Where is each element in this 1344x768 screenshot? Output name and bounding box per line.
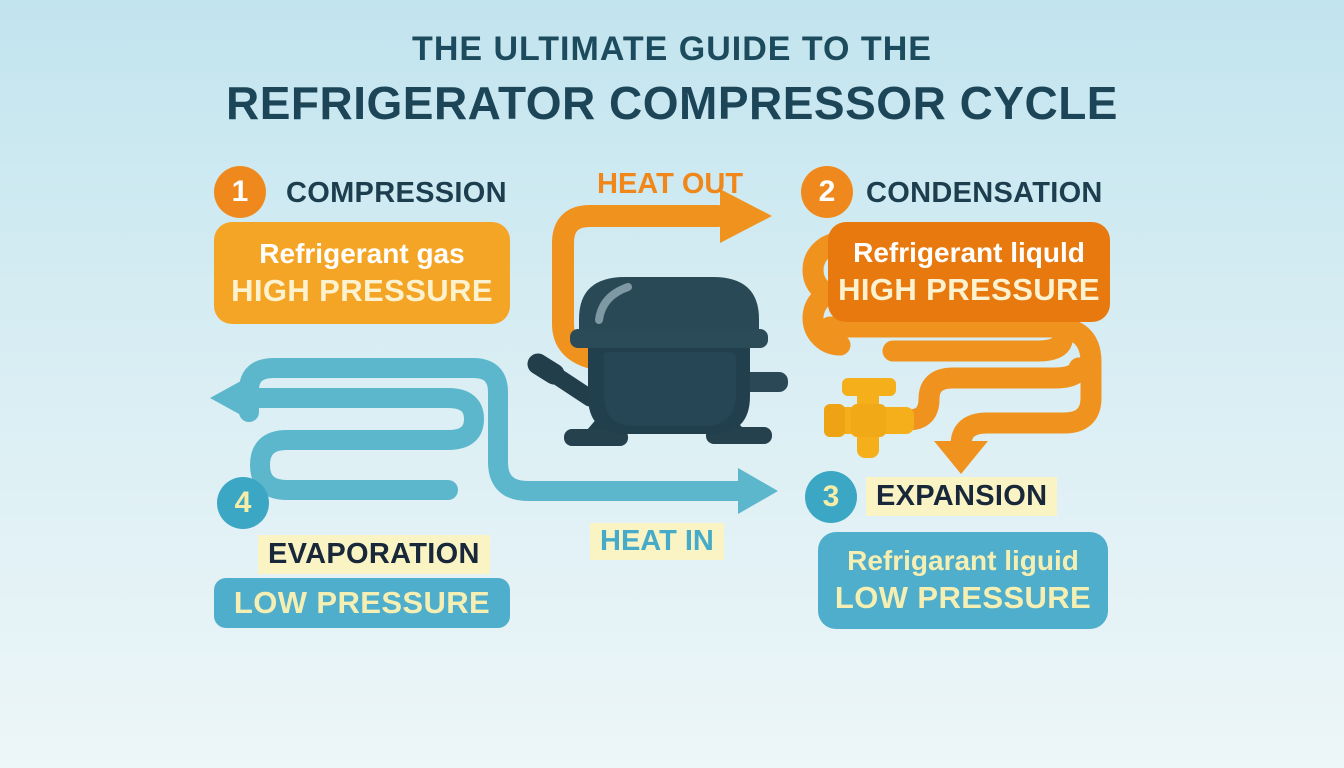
compressor-highlight (595, 283, 632, 324)
heat-in-label: HEAT IN (590, 523, 724, 560)
compressor-left-pipe-cap (527, 353, 565, 385)
main-title-line2: REFRIGERATOR COMPRESSOR CYCLE (226, 77, 1118, 129)
heat-in-arrow (738, 468, 778, 514)
step-2-box-line2: HIGH PRESSURE (838, 271, 1100, 307)
step-3-label: EXPANSION (866, 477, 1058, 516)
expansion-valve-icon (824, 378, 914, 458)
step-1-box-line2: HIGH PRESSURE (231, 272, 493, 308)
step-3-box: Refrigarant liguid LOW PRESSURE (818, 532, 1108, 629)
step-1-box: Refrigerant gas HIGH PRESSURE (214, 222, 510, 324)
evaporator-coil (236, 358, 748, 501)
step-2-box: Refrigerant liquld HIGH PRESSURE (828, 222, 1110, 322)
step-4-badge: 4 (217, 477, 269, 529)
step-3-badge: 3 (805, 471, 857, 523)
step-2-box-line1: Refrigerant liquld (853, 236, 1085, 268)
step-4-box: LOW PRESSURE (214, 578, 510, 628)
step-1-badge: 1 (214, 166, 266, 218)
main-title-line1: THE ULTIMATE GUIDE TO THE (412, 30, 932, 68)
compressor-right-stub (740, 372, 788, 392)
expansion-down-arrow (934, 441, 988, 474)
step-1-box-line1: Refrigerant gas (259, 237, 465, 269)
step-2-badge: 2 (801, 166, 853, 218)
step-4-box-line2: LOW PRESSURE (233, 585, 491, 620)
compressor-band (570, 329, 768, 348)
evaporator-left-arrow (210, 376, 250, 420)
heat-out-arrow (720, 189, 772, 243)
step-3-box-line1: Refrigarant liguid (847, 545, 1079, 576)
compressor-illustration (527, 277, 788, 446)
step-3-box-line2: LOW PRESSURE (834, 580, 1092, 615)
heat-out-pipe (552, 205, 729, 369)
compressor-dome (579, 277, 759, 343)
step-4-label: EVAPORATION (258, 535, 490, 574)
heat-out-label: HEAT OUT (597, 168, 744, 200)
step-1-label: COMPRESSION (286, 177, 507, 209)
step-2-label: CONDENSATION (866, 177, 1103, 209)
compressor-foot-left (564, 429, 628, 446)
